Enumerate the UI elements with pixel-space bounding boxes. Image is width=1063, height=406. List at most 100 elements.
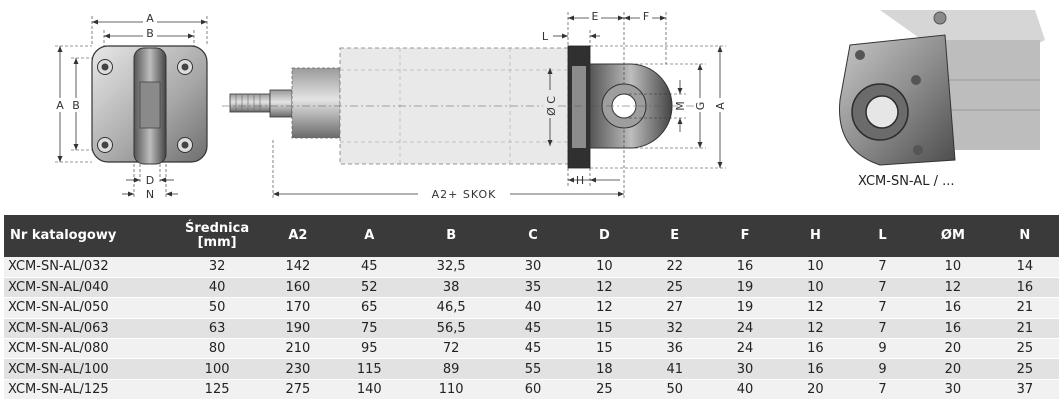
cell-l: 9 — [850, 358, 916, 380]
cell-h: 16 — [780, 338, 851, 360]
cell-l: 9 — [850, 338, 916, 360]
cell-n: 21 — [990, 318, 1059, 340]
dimension-table: Nr katalogowy Średnica [mm] A2 A B C D E… — [4, 215, 1059, 401]
cell-a2: 210 — [262, 338, 334, 360]
cell-d: 25 — [568, 379, 641, 401]
cell-catalog: XCM-SN-AL/125 — [4, 379, 172, 401]
front-dim-d: D — [146, 174, 154, 187]
cell-n: 21 — [990, 297, 1059, 319]
photo-caption: XCM-SN-AL / ... — [858, 174, 955, 189]
cell-b: 46,5 — [404, 297, 498, 319]
cell-om: 20 — [915, 358, 991, 380]
cell-h: 16 — [780, 358, 851, 380]
cell-e: 22 — [640, 257, 710, 278]
cell-a2: 160 — [262, 277, 334, 299]
cell-a: 140 — [333, 379, 405, 401]
cell-a: 115 — [333, 358, 405, 380]
col-header-h: H — [780, 215, 851, 257]
side-dim-a: A — [714, 102, 727, 110]
front-dim-a-top: A — [146, 12, 154, 25]
cell-l: 7 — [850, 277, 916, 299]
col-header-c: C — [497, 215, 569, 257]
technical-drawings: A B A B — [53, 9, 1045, 201]
side-dim-l: L — [542, 30, 549, 43]
cell-n: 14 — [990, 257, 1059, 278]
cell-n: 37 — [990, 379, 1059, 401]
front-dim-b-left: B — [72, 99, 80, 112]
cell-diameter: 100 — [171, 358, 263, 380]
cell-d: 12 — [568, 277, 641, 299]
cell-catalog: XCM-SN-AL/050 — [4, 297, 172, 319]
cell-c: 45 — [497, 318, 569, 340]
drawings-svg: A B A B — [53, 9, 1045, 201]
cell-c: 35 — [497, 277, 569, 299]
cell-a2: 230 — [262, 358, 334, 380]
cell-d: 15 — [568, 318, 641, 340]
cell-a: 52 — [333, 277, 405, 299]
product-photo — [839, 10, 1045, 166]
cell-catalog: XCM-SN-AL/100 — [4, 358, 172, 380]
cell-e: 50 — [640, 379, 710, 401]
cell-om: 20 — [915, 338, 991, 360]
col-header-om: ØM — [915, 215, 991, 257]
cell-f: 30 — [709, 358, 781, 380]
side-view: E F L Ø C M — [222, 9, 727, 201]
front-dim-a-left: A — [56, 99, 64, 112]
side-dim-g: G — [694, 102, 707, 111]
col-header-n: N — [990, 215, 1059, 257]
cell-a2: 190 — [262, 318, 334, 340]
cell-c: 30 — [497, 257, 569, 278]
cell-b: 38 — [404, 277, 498, 299]
cell-h: 20 — [780, 379, 851, 401]
cell-f: 16 — [709, 257, 781, 278]
col-header-b: B — [404, 215, 498, 257]
cell-f: 24 — [709, 318, 781, 340]
cell-l: 7 — [850, 297, 916, 319]
side-dim-f: F — [643, 10, 649, 23]
cell-n: 25 — [990, 338, 1059, 360]
cell-e: 36 — [640, 338, 710, 360]
cell-b: 32,5 — [404, 257, 498, 278]
col-header-e: E — [640, 215, 710, 257]
col-header-d: D — [568, 215, 641, 257]
side-dim-e: E — [592, 10, 599, 23]
front-view: A B A B — [53, 12, 208, 201]
table-header-row: Nr katalogowy Średnica [mm] A2 A B C D E… — [4, 215, 1059, 257]
cell-diameter: 80 — [171, 338, 263, 360]
cell-d: 10 — [568, 257, 641, 278]
side-stroke-label: A2+ SKOK — [432, 188, 497, 201]
col-header-a: A — [333, 215, 405, 257]
cell-f: 19 — [709, 277, 781, 299]
cell-catalog: XCM-SN-AL/063 — [4, 318, 172, 340]
cell-c: 55 — [497, 358, 569, 380]
cell-catalog: XCM-SN-AL/080 — [4, 338, 172, 360]
cell-b: 110 — [404, 379, 498, 401]
cell-a2: 170 — [262, 297, 334, 319]
side-dim-c: Ø C — [545, 96, 558, 116]
col-header-f: F — [709, 215, 781, 257]
cell-a: 45 — [333, 257, 405, 278]
col-header-l: L — [850, 215, 916, 257]
cell-om: 30 — [915, 379, 991, 401]
cell-l: 7 — [850, 379, 916, 401]
cell-a2: 275 — [262, 379, 334, 401]
cell-f: 24 — [709, 338, 781, 360]
cell-d: 18 — [568, 358, 641, 380]
cell-l: 7 — [850, 257, 916, 278]
cell-om: 12 — [915, 277, 991, 299]
cell-b: 56,5 — [404, 318, 498, 340]
cell-e: 27 — [640, 297, 710, 319]
cell-a: 65 — [333, 297, 405, 319]
cell-c: 45 — [497, 338, 569, 360]
cell-d: 12 — [568, 297, 641, 319]
cell-c: 60 — [497, 379, 569, 401]
cell-h: 12 — [780, 318, 851, 340]
